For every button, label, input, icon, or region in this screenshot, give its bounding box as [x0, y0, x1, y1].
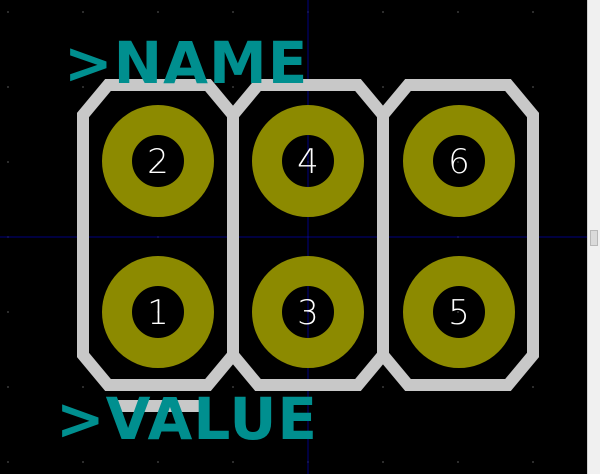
grid-dot	[7, 161, 9, 163]
grid-dot	[157, 461, 159, 463]
grid-dot	[457, 461, 459, 463]
outline-cell-2	[227, 79, 389, 391]
grid-dot	[532, 386, 534, 388]
grid-dot	[382, 86, 384, 88]
pcb-canvas[interactable]: 2 4 6 1 3 5 >NAME >VALUE	[0, 0, 587, 474]
grid-dot	[82, 86, 84, 88]
grid-dot	[532, 461, 534, 463]
grid-dot	[532, 11, 534, 13]
grid-dot	[82, 461, 84, 463]
pad-5[interactable]	[403, 256, 515, 368]
pad-number-1: 1	[147, 293, 169, 333]
grid-dot	[82, 386, 84, 388]
grid-dot	[232, 11, 234, 13]
grid-dot	[157, 311, 159, 313]
grid-dot	[382, 386, 384, 388]
pad-1[interactable]	[102, 256, 214, 368]
grid-dot	[82, 11, 84, 13]
pad-6[interactable]	[403, 105, 515, 217]
grid-dot	[7, 11, 9, 13]
name-label[interactable]: >NAME	[64, 29, 309, 97]
grid-dot	[532, 86, 534, 88]
grid-dot	[457, 11, 459, 13]
grid-dot	[157, 11, 159, 13]
grid-dot	[157, 161, 159, 163]
grid-dot	[382, 11, 384, 13]
pad-number-2: 2	[147, 142, 169, 182]
grid-dot	[7, 86, 9, 88]
grid-dot	[457, 161, 459, 163]
pad-number-5: 5	[448, 293, 470, 333]
value-label[interactable]: >VALUE	[56, 385, 319, 453]
grid-dot	[7, 461, 9, 463]
grid-dot	[457, 311, 459, 313]
scrollbar-thumb[interactable]	[590, 230, 598, 246]
outline-cell-1	[77, 79, 239, 391]
grid-dot	[7, 386, 9, 388]
grid-dot	[7, 311, 9, 313]
vertical-scrollbar[interactable]	[587, 0, 600, 474]
pad-number-4: 4	[297, 142, 319, 182]
pad-number-3: 3	[297, 293, 319, 333]
pad-3[interactable]	[252, 256, 364, 368]
grid-dot	[382, 461, 384, 463]
grid-dot	[232, 461, 234, 463]
silkscreen-outline	[77, 79, 539, 391]
grid-dot	[232, 86, 234, 88]
footprint-drawing	[0, 0, 587, 474]
pad-number-6: 6	[448, 142, 470, 182]
pad-2[interactable]	[102, 105, 214, 217]
outline-cell-3	[377, 79, 539, 391]
pad-4[interactable]	[252, 105, 364, 217]
grid-dot	[232, 386, 234, 388]
